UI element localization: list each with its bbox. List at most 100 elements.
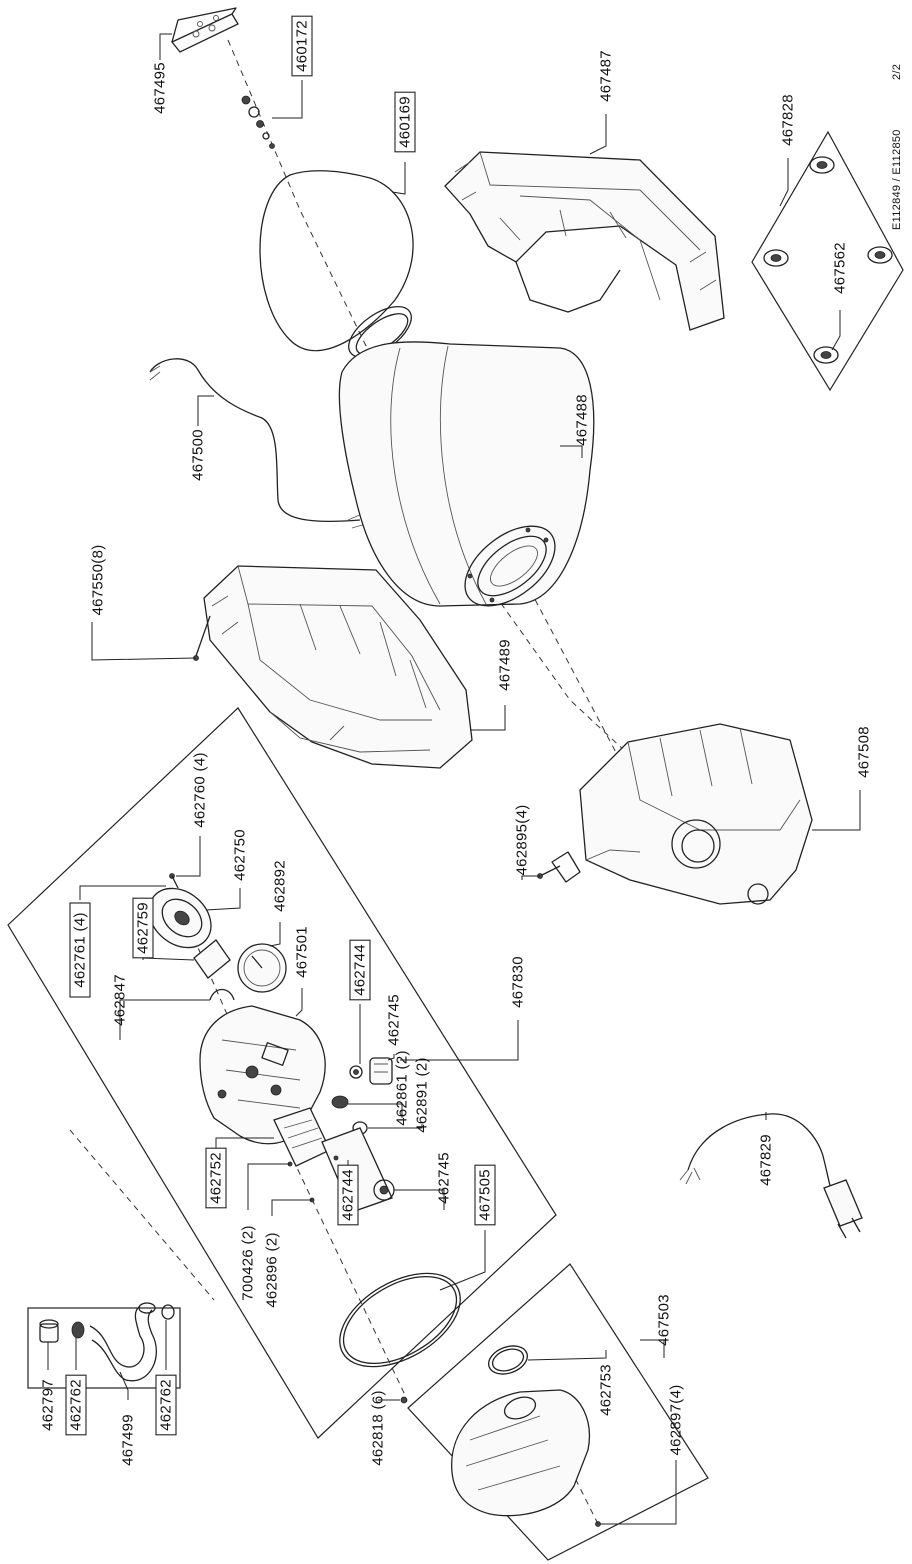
part-467508-outer-cover — [579, 723, 813, 905]
callout-label: 467830 — [510, 956, 527, 1008]
callout-462750: 462750 — [232, 829, 249, 881]
part-467829-power-cord — [679, 1113, 863, 1239]
callout-462892: 462892 — [272, 860, 289, 912]
callout-label: 462797 — [40, 1379, 57, 1431]
callout-467562: 467562 — [832, 242, 849, 294]
part-467500-internal-cable — [149, 358, 367, 529]
callout-label: 467499 — [120, 1414, 137, 1466]
callout-label: 467503 — [656, 1294, 673, 1346]
part-467489-base-frame — [203, 565, 473, 769]
callout-label: 462896 (2) — [264, 1232, 281, 1308]
callout-label: 462818 (6) — [370, 1390, 387, 1466]
part-462745-plug-a — [369, 1057, 393, 1085]
part-467562-rubber-feet — [763, 156, 893, 364]
callout-label: 462891 (2) — [414, 1057, 431, 1133]
callout-462745: 462745 — [386, 994, 403, 1046]
callout-label: 462895(4) — [514, 804, 531, 875]
callout-467508: 467508 — [856, 726, 873, 778]
part-462760-screw — [169, 873, 179, 889]
callout-label: 462753 — [598, 1364, 615, 1416]
part-462797-connector — [39, 1319, 59, 1343]
callout-462744: 462744 — [349, 939, 371, 1001]
part-460169-bladder — [259, 170, 414, 359]
callout-label: 462847 — [112, 974, 129, 1026]
part-467550-screw — [193, 615, 211, 661]
callout-box — [132, 897, 154, 959]
callout-label: 462750 — [232, 829, 249, 881]
callout-462752: 462752 — [205, 1147, 227, 1209]
callout-467505: 467505 — [474, 1164, 496, 1226]
callout-462744: 462744 — [337, 1164, 359, 1226]
callout-label: 467501 — [294, 926, 311, 978]
callout-label: 462861 (2) — [394, 1050, 411, 1126]
callout-label: 467828 — [780, 94, 797, 146]
pump-head-group-frame — [7, 707, 557, 1439]
callout-label: 460169 — [397, 96, 414, 148]
part-462744-seal-a — [349, 1065, 363, 1079]
callout-label: 462744 — [340, 1169, 357, 1221]
feet-group-frame — [751, 130, 904, 392]
callout-467550-8: 467550(8) — [90, 544, 107, 615]
callout-label: 467550(8) — [90, 544, 107, 615]
callout-box — [155, 1374, 177, 1436]
part-462847-clip — [209, 988, 235, 1001]
callout-box — [205, 1147, 227, 1209]
callout-462762: 462762 — [65, 1374, 87, 1436]
callout-label: 462897(4) — [668, 1384, 685, 1455]
callout-467828: 467828 — [780, 94, 797, 146]
callout-462760-4: 462760 (4) — [192, 752, 209, 828]
callout-462745: 462745 — [436, 1152, 453, 1204]
callout-label: 462745 — [386, 994, 403, 1046]
callout-467489: 467489 — [497, 639, 514, 691]
callout-box — [291, 15, 313, 77]
callout-467488: 467488 — [574, 394, 591, 446]
callout-467500: 467500 — [190, 429, 207, 481]
callout-467829: 467829 — [758, 1134, 775, 1186]
callout-box — [394, 91, 416, 153]
callout-label: 467489 — [497, 639, 514, 691]
callout-462891-2: 462891 (2) — [414, 1057, 431, 1133]
callout-box — [349, 939, 371, 1001]
callout-462753: 462753 — [598, 1364, 615, 1416]
part-467487-top-bracket — [444, 151, 725, 331]
part-467488-pressure-tank — [338, 341, 595, 607]
callout-box — [474, 1164, 496, 1226]
callout-label: 462744 — [352, 944, 369, 996]
callout-label: 462892 — [272, 860, 289, 912]
callout-label: 467487 — [598, 50, 615, 102]
part-462762-seal-left — [71, 1321, 85, 1339]
callout-label: 462762 — [68, 1379, 85, 1431]
callout-462761-4: 462761 (4) — [69, 902, 91, 998]
callout-label: 462759 — [135, 902, 152, 954]
callout-462762: 462762 — [155, 1374, 177, 1436]
part-467501-pump-head — [199, 1005, 326, 1145]
outlet-hose-group-frame — [27, 1307, 181, 1389]
drawing-reference-number: E112849 / E112850 — [891, 129, 903, 230]
callout-462895-4: 462895(4) — [514, 804, 531, 875]
callout-box — [69, 902, 91, 998]
part-462861-nut — [331, 1095, 349, 1109]
part-467505-o-ring — [339, 1272, 461, 1368]
callout-label: 467495 — [152, 62, 169, 114]
outlet-hose-axis — [69, 1129, 215, 1301]
part-462892-pressure-gauge — [237, 943, 287, 993]
part-460172-valve-set — [241, 95, 275, 149]
callout-462861-2: 462861 (2) — [394, 1050, 411, 1126]
part-number-callouts: 4674954601724601694674874678284675624675… — [40, 15, 873, 1466]
part-467499-outlet-hose — [89, 1302, 157, 1382]
callout-box — [65, 1374, 87, 1436]
part-462895-screw — [537, 851, 581, 883]
callout-467487: 467487 — [598, 50, 615, 102]
sheet-page-number: 2/2 — [891, 64, 903, 80]
part-467503-rear-cover — [451, 1389, 590, 1517]
part-462752-pressure-switch — [273, 1107, 331, 1167]
callout-700426-2: 700426 (2) — [240, 1225, 257, 1301]
part-462753-ring — [488, 1345, 528, 1375]
callout-label: 462760 (4) — [192, 752, 209, 828]
callout-467503: 467503 — [656, 1294, 673, 1346]
callout-462818-6: 462818 (6) — [370, 1390, 387, 1466]
callout-label: 467505 — [477, 1169, 494, 1221]
part-462750-gauge-housing — [148, 887, 212, 949]
callout-label: 467500 — [190, 429, 207, 481]
